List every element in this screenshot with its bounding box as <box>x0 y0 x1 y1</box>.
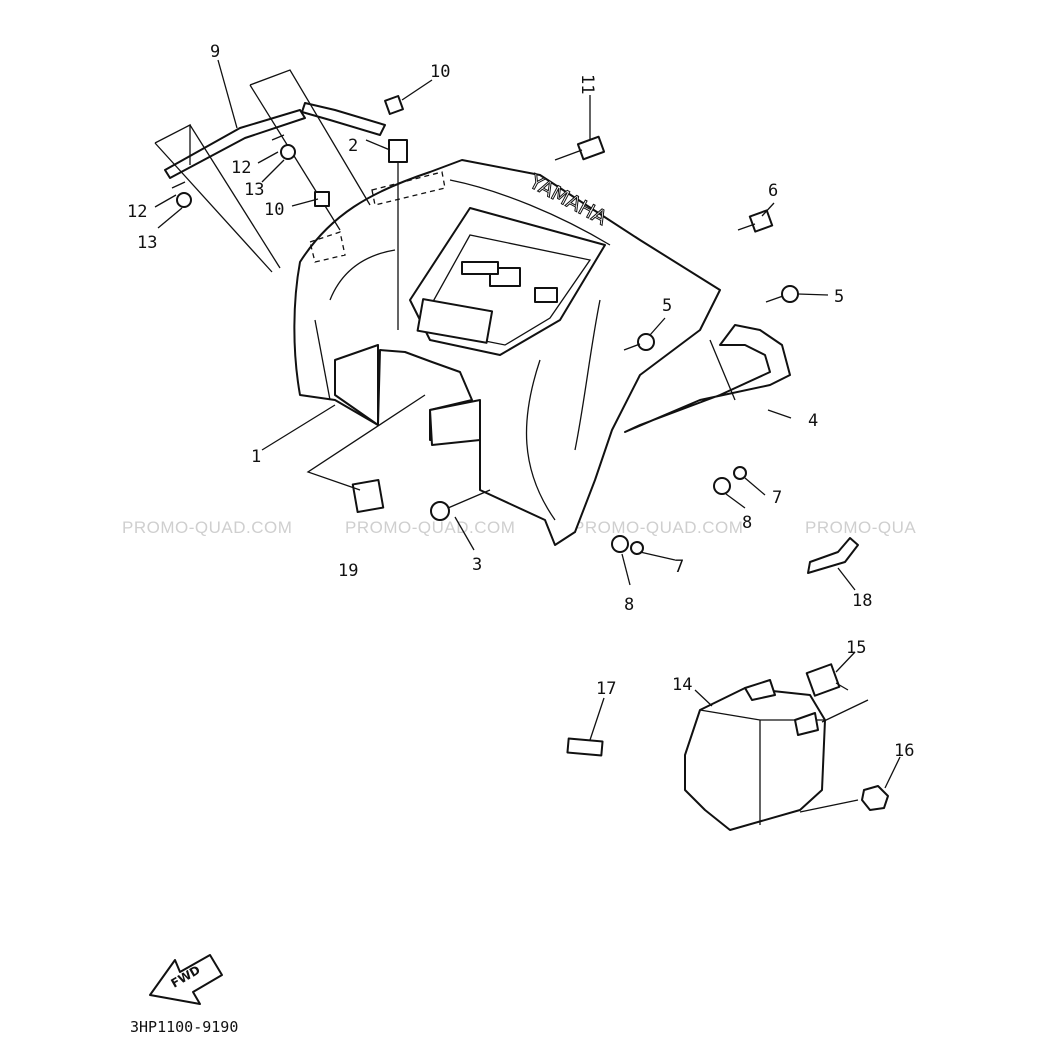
callout-6: 6 <box>768 181 778 201</box>
callout-19: 19 <box>338 561 358 581</box>
callout-4: 4 <box>808 411 818 431</box>
callout-12-upper: 12 <box>231 158 251 178</box>
callout-3: 3 <box>472 555 482 575</box>
callout-5-left: 5 <box>662 296 672 316</box>
carrier-trim-part <box>624 324 791 433</box>
callout-15: 15 <box>846 638 866 658</box>
callout-16: 16 <box>894 741 914 761</box>
callout-13-upper: 13 <box>244 180 264 200</box>
callout-1: 1 <box>251 447 261 467</box>
callout-10-top: 10 <box>430 62 450 82</box>
watermark-3: PROMO-QUAD.COM <box>573 518 743 537</box>
callout-8-left: 8 <box>624 595 634 615</box>
callout-18: 18 <box>852 591 872 611</box>
fasteners <box>171 95 889 811</box>
callout-12-lower: 12 <box>127 202 147 222</box>
callout-7-right: 7 <box>772 488 782 508</box>
callout-13-lower: 13 <box>137 233 157 253</box>
callout-9: 9 <box>210 42 220 62</box>
watermark-row: PROMO-QUAD.COM PROMO-QUAD.COM PROMO-QUAD… <box>122 518 916 537</box>
mud-guard-part <box>154 69 386 273</box>
watermark-4: PROMO-QUA <box>805 518 916 537</box>
fwd-arrow-icon: FWD <box>149 954 223 1005</box>
callout-5-right: 5 <box>834 287 844 307</box>
leader-lines <box>154 59 901 813</box>
callout-14: 14 <box>672 675 692 695</box>
callout-7-left: 7 <box>674 557 684 577</box>
callouts: 1 2 3 4 5 5 6 7 7 8 8 9 10 10 11 12 12 1… <box>127 42 914 761</box>
callout-11: 11 <box>577 74 597 94</box>
watermark-2: PROMO-QUAD.COM <box>345 518 515 537</box>
callout-2: 2 <box>348 136 358 156</box>
callout-10-left: 10 <box>264 200 284 220</box>
drawing-code: 3HP1100-9190 <box>130 1018 238 1036</box>
watermark-1: PROMO-QUAD.COM <box>122 518 292 537</box>
callout-8-right: 8 <box>742 513 752 533</box>
callout-17: 17 <box>596 679 616 699</box>
battery-cover-part <box>684 679 826 831</box>
